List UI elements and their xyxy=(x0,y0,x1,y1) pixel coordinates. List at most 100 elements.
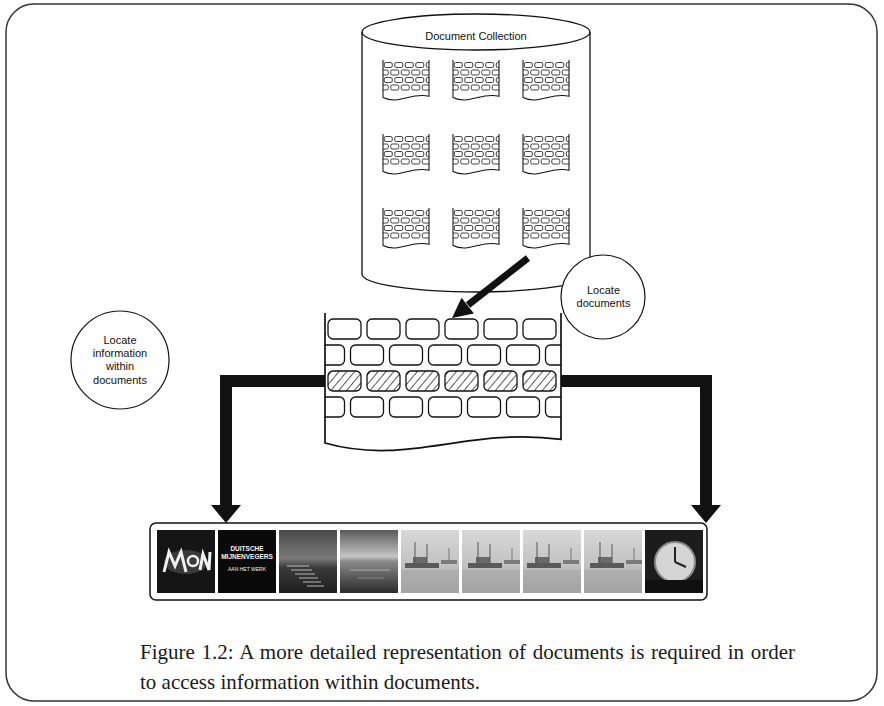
text-line-brick xyxy=(486,63,494,68)
text-line-brick xyxy=(426,137,434,142)
step-circle: Locate information within documents xyxy=(70,310,170,410)
text-line-brick xyxy=(556,137,564,142)
ship-mast xyxy=(549,544,550,563)
water-glint xyxy=(291,570,312,571)
step-circle: Locate documents xyxy=(560,254,646,340)
collection-cylinder-outline xyxy=(360,12,592,294)
text-line-brick xyxy=(524,78,532,83)
text-line-brick xyxy=(405,211,413,216)
text-line-brick xyxy=(391,218,399,223)
text-line-brick xyxy=(412,233,420,238)
doc-outline xyxy=(523,134,569,174)
text-line-brick xyxy=(391,233,399,238)
text-line-brick xyxy=(380,85,388,90)
text-line-brick xyxy=(535,78,543,83)
doc-bricks xyxy=(520,60,574,110)
film-frame xyxy=(523,530,581,593)
text-line-brick xyxy=(380,233,388,238)
step-circle-outline xyxy=(70,310,170,410)
text-line-brick xyxy=(465,226,473,231)
text-line-brick xyxy=(465,211,473,216)
cylinder-top xyxy=(362,14,590,50)
text-line-brick xyxy=(426,78,434,83)
text-line-brick xyxy=(535,211,543,216)
film-frame xyxy=(218,530,276,593)
ship-mast xyxy=(634,548,635,560)
text-line-brick xyxy=(461,218,469,223)
text-line-brick xyxy=(496,78,504,83)
text-line-brick xyxy=(520,70,528,75)
film-frame xyxy=(401,530,459,593)
text-line-brick xyxy=(384,137,392,142)
water xyxy=(584,570,642,593)
circle-outline xyxy=(71,311,169,409)
text-line-brick xyxy=(454,63,462,68)
text-line-brick xyxy=(546,345,579,365)
text-line-brick xyxy=(465,63,473,68)
text-line-brick xyxy=(429,345,462,365)
document-icons xyxy=(312,60,579,479)
ship-hull xyxy=(441,560,457,564)
text-line-brick xyxy=(520,144,528,149)
node-label: Locate information within documents xyxy=(80,334,160,387)
ship-mast xyxy=(449,548,450,560)
text-line-brick xyxy=(484,371,517,391)
text-line-brick xyxy=(523,319,556,339)
text-line-brick xyxy=(523,371,556,391)
ship-hull xyxy=(504,560,520,564)
frame-ground xyxy=(157,530,215,593)
text-line-brick xyxy=(401,233,409,238)
text-line-brick xyxy=(531,85,539,90)
text-line-brick xyxy=(401,159,409,164)
text-line-brick xyxy=(468,345,501,365)
text-line-brick xyxy=(484,319,517,339)
text-line-brick xyxy=(328,319,361,339)
locate-arrow xyxy=(468,258,528,305)
text-line-brick xyxy=(328,371,361,391)
text-line-brick xyxy=(465,137,473,142)
text-line-brick xyxy=(351,397,384,417)
text-line-brick xyxy=(401,85,409,90)
doc-bricks xyxy=(450,60,504,110)
text-line-brick xyxy=(524,63,532,68)
text-line-brick xyxy=(496,211,504,216)
doc-paper xyxy=(523,134,569,184)
text-line-brick xyxy=(535,152,543,157)
text-line-brick xyxy=(395,63,403,68)
text-line-brick xyxy=(450,70,458,75)
circle-outline xyxy=(561,255,645,339)
text-line-brick xyxy=(454,152,462,157)
text-line-brick xyxy=(395,152,403,157)
text-line-brick xyxy=(471,70,479,75)
ship-hull xyxy=(590,563,624,568)
frame-ground xyxy=(340,530,398,593)
text-line-brick xyxy=(405,226,413,231)
text-line-brick xyxy=(541,70,549,75)
water-glint xyxy=(287,566,309,567)
text-line-brick xyxy=(556,226,564,231)
text-line-brick xyxy=(426,63,434,68)
text-line-brick xyxy=(416,226,424,231)
text-line-brick xyxy=(496,63,504,68)
film-frame xyxy=(340,530,398,593)
text-line-brick xyxy=(566,211,574,216)
film-frame xyxy=(462,530,520,593)
text-line-brick xyxy=(351,345,384,365)
text-line-brick xyxy=(384,63,392,68)
ship-hull xyxy=(626,560,642,564)
text-line-brick xyxy=(312,397,345,417)
text-line-brick xyxy=(482,233,490,238)
text-line-brick xyxy=(535,137,543,142)
text-line-brick xyxy=(401,144,409,149)
text-line-brick xyxy=(391,85,399,90)
text-line-brick xyxy=(566,63,574,68)
text-line-brick xyxy=(556,152,564,157)
clock-hand xyxy=(675,562,686,567)
frame-ground xyxy=(462,530,520,593)
text-line-brick xyxy=(416,63,424,68)
water xyxy=(401,570,459,593)
text-line-brick xyxy=(566,78,574,83)
text-line-brick xyxy=(471,85,479,90)
doc-outline xyxy=(523,60,569,100)
collection-cylinder: Document Collection xyxy=(360,12,592,294)
